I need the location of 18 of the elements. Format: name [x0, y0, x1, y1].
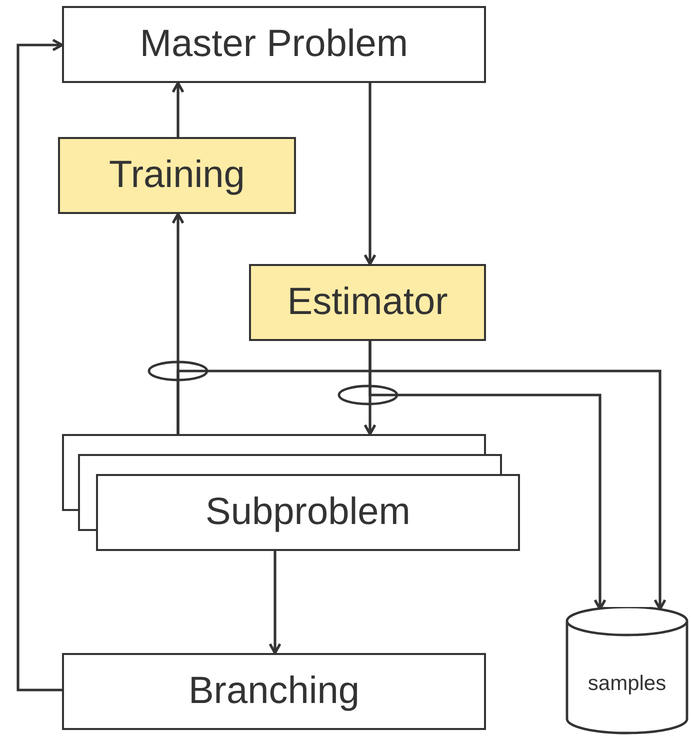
process-box — [249, 264, 486, 341]
process-box — [62, 6, 486, 83]
process-box — [62, 653, 486, 730]
node-label: Training — [109, 154, 245, 197]
stacked-process-boxes — [62, 434, 520, 551]
node-label: Master Problem — [140, 23, 408, 66]
arrow — [368, 341, 606, 610]
process-box — [58, 137, 296, 214]
node-label: Branching — [188, 670, 360, 713]
database-cylinder — [565, 607, 689, 735]
node-label: Estimator — [287, 281, 448, 324]
arrow — [176, 370, 666, 610]
arrow — [16, 38, 64, 692]
node-label: samples — [588, 672, 666, 696]
node-label: Subproblem — [206, 491, 410, 534]
arrow — [268, 551, 282, 654]
arrow — [364, 83, 376, 266]
arrow — [172, 82, 184, 137]
